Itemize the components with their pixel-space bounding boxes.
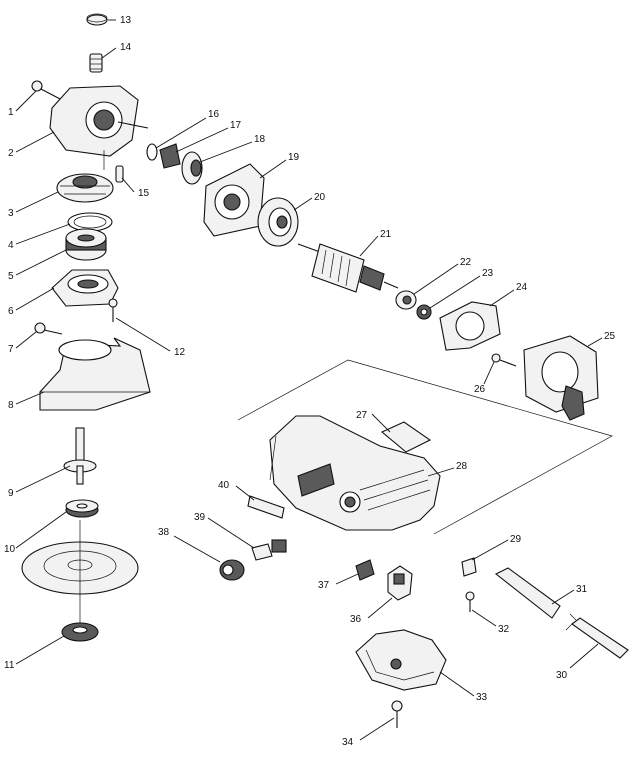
part-2-gear-housing [49, 85, 149, 170]
part-25-field [523, 335, 599, 421]
part-24-baffle-plate [439, 301, 501, 351]
callout-29: 29 [510, 534, 522, 545]
part-8-wheel-guard [39, 337, 151, 411]
part-38-brush-cap [219, 559, 245, 581]
motor-housing-outline [237, 359, 613, 535]
part-26-screw [491, 353, 517, 367]
callout-39: 39 [194, 512, 206, 523]
part-1-screw [31, 80, 63, 101]
part-13-cap [86, 13, 108, 26]
part-31-cord-guard [494, 567, 561, 619]
callout-27: 27 [356, 410, 368, 421]
callout-31: 31 [576, 584, 588, 595]
part-28-motor-housing [269, 415, 441, 531]
callout-32: 32 [498, 624, 510, 635]
callout-8: 8 [8, 400, 14, 411]
callout-25: 25 [604, 331, 616, 342]
callout-19: 19 [288, 152, 300, 163]
callout-16: 16 [208, 109, 220, 120]
part-22-bearing [395, 290, 417, 310]
callout-21: 21 [380, 229, 392, 240]
part-36-switch [387, 565, 413, 601]
part-3-bevel-gear [56, 173, 114, 203]
callout-36: 36 [350, 614, 362, 625]
callout-37: 37 [318, 580, 330, 591]
callout-10: 10 [4, 544, 16, 555]
part-37-switch-lever [355, 559, 375, 581]
callout-1: 1 [8, 107, 14, 118]
callout-18: 18 [254, 134, 266, 145]
part-33-rear-cover [355, 629, 447, 691]
callout-20: 20 [314, 192, 326, 203]
part-10-inner-flange [65, 499, 99, 518]
callout-17: 17 [230, 120, 242, 131]
part-7-screw [34, 322, 63, 335]
callout-6: 6 [8, 306, 14, 317]
part-39-carbon-brush [251, 539, 287, 561]
part-32-screw [465, 591, 475, 612]
callout-26: 26 [474, 384, 486, 395]
part-17-spiral-bevel-gear [159, 143, 181, 169]
part-6-bearing-box [51, 269, 119, 307]
part-20-fan [257, 197, 299, 247]
callout-33: 33 [476, 692, 488, 703]
callout-40: 40 [218, 480, 230, 491]
callout-11: 11 [4, 660, 15, 671]
callout-3: 3 [8, 208, 14, 219]
part-19-bearing-retainer [203, 163, 265, 237]
callout-14: 14 [120, 42, 132, 53]
callout-13: 13 [120, 15, 132, 26]
part-12-screw [108, 298, 118, 322]
part-16-retaining-ring [146, 143, 158, 161]
part-29-strain-relief [461, 557, 477, 577]
callout-23: 23 [482, 268, 494, 279]
callout-5: 5 [8, 271, 14, 282]
callout-4: 4 [8, 240, 14, 251]
part-15-pin [115, 165, 124, 183]
callout-7: 7 [8, 344, 14, 355]
part-14-spring [89, 53, 103, 73]
callout-12: 12 [174, 347, 186, 358]
callout-2: 2 [8, 148, 14, 159]
callout-15: 15 [138, 188, 150, 199]
callout-38: 38 [158, 527, 170, 538]
part-5-ball-bearing [65, 228, 107, 261]
part-34-screw [391, 700, 403, 728]
leader-lines [15, 19, 603, 741]
callout-numbers: 13 14 1 2 15 3 4 5 6 12 7 8 9 10 11 16 1… [4, 15, 616, 748]
part-21-armature [297, 243, 399, 293]
part-11-lock-nut [61, 622, 99, 642]
callout-9: 9 [8, 488, 14, 499]
part-18-bearing [181, 151, 203, 185]
part-27-name-plate [380, 421, 432, 453]
callout-24: 24 [516, 282, 528, 293]
callout-22: 22 [460, 257, 472, 268]
part-9-spindle [63, 427, 97, 485]
part-30-cord [565, 613, 629, 659]
callout-34: 34 [342, 737, 354, 748]
abrasive-wheel [21, 520, 139, 640]
callout-30: 30 [556, 670, 568, 681]
part-40-label [247, 495, 285, 519]
part-23-insulation-washer [416, 304, 432, 320]
callout-28: 28 [456, 461, 468, 472]
part-4-retaining-ring [67, 212, 113, 232]
